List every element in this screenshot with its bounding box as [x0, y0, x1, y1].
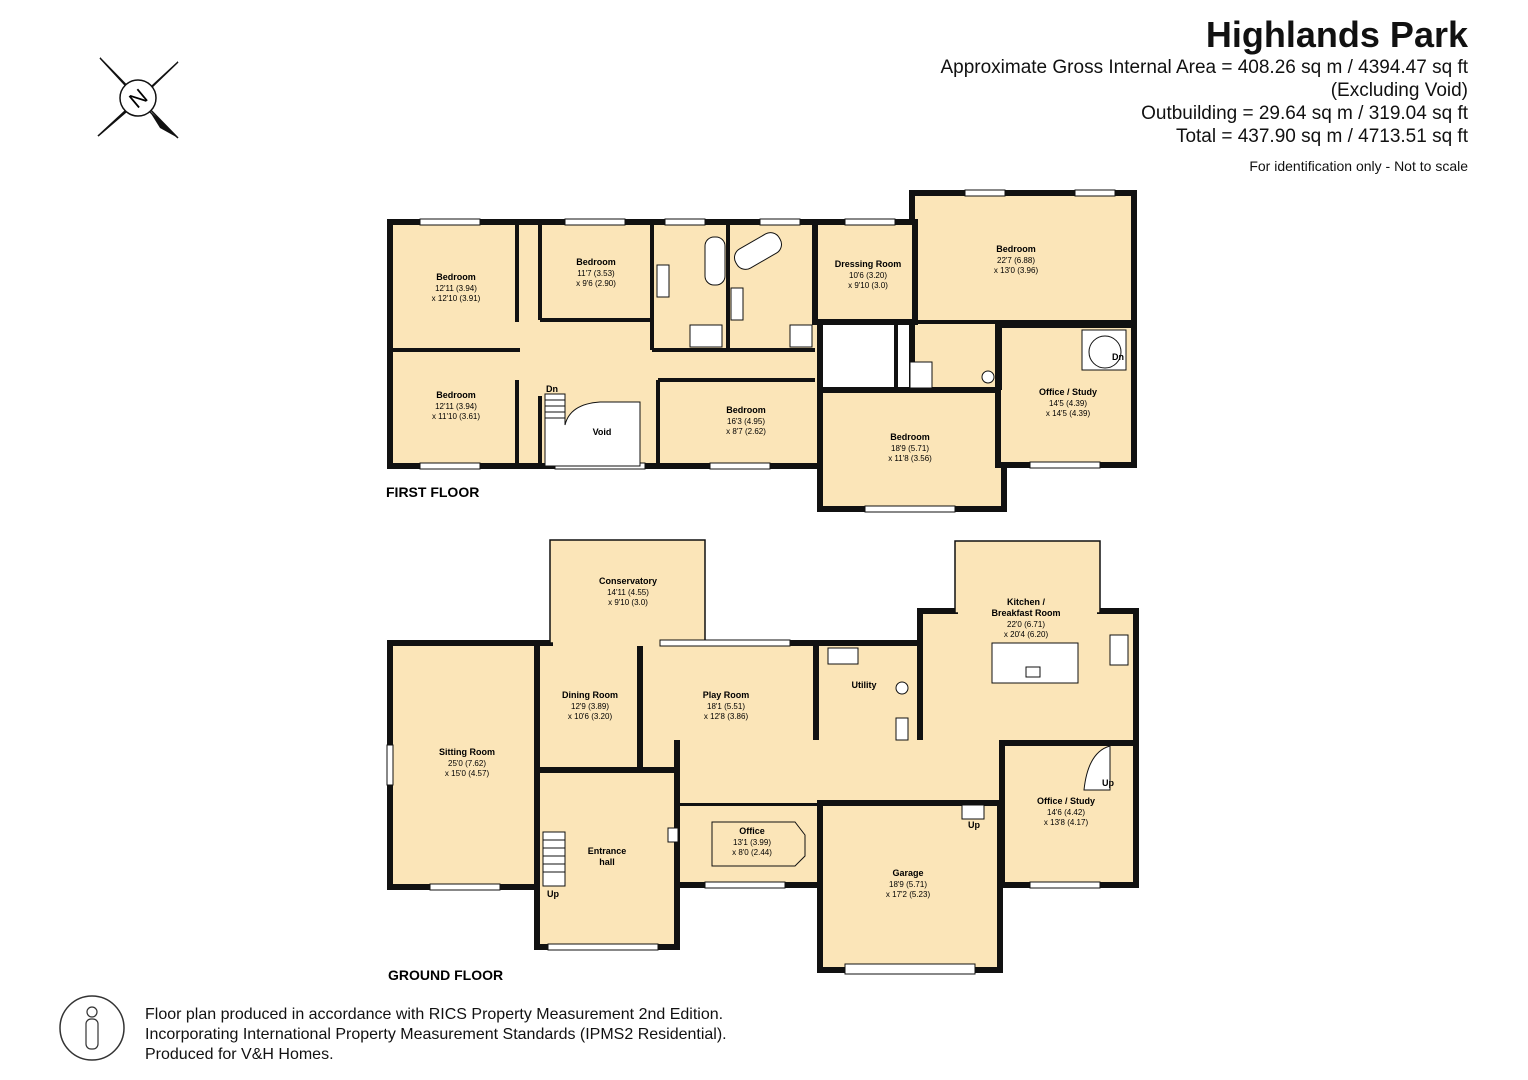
- room-dim: 12'9 (3.89): [571, 702, 609, 711]
- spiral-stair-icon: [1081, 329, 1127, 371]
- room-name: Kitchen /: [1007, 597, 1046, 607]
- room-name: Office / Study: [1039, 387, 1097, 397]
- room-dim: x 9'10 (3.0): [608, 598, 648, 607]
- room-dim: x 9'10 (3.0): [848, 281, 888, 290]
- room-name: Dining Room: [562, 690, 618, 700]
- room-dim: 18'9 (5.71): [889, 880, 927, 889]
- room-dim: x 12'8 (3.86): [704, 712, 749, 721]
- first-floor-partitions: [390, 222, 1134, 466]
- room-name: Bedroom: [726, 405, 766, 415]
- ground-floor-fixtures: [667, 634, 1129, 867]
- ground-floor-labels: Conservatory 14'11 (4.55) x 9'10 (3.0) K…: [439, 576, 1114, 899]
- room-name: Play Room: [703, 690, 750, 700]
- room-dim: 18'1 (5.51): [707, 702, 745, 711]
- room-dim: x 13'0 (3.96): [994, 266, 1039, 275]
- room-name: Garage: [892, 868, 923, 878]
- first-floor-fixtures: [656, 232, 995, 389]
- room-name: Bedroom: [436, 272, 476, 282]
- room-dim: x 11'10 (3.61): [432, 412, 480, 421]
- room-name: Sitting Room: [439, 747, 495, 757]
- room-dim: x 9'6 (2.90): [576, 279, 616, 288]
- room-name: Bedroom: [890, 432, 930, 442]
- room-name: Office / Study: [1037, 796, 1095, 806]
- room-dim: 14'11 (4.55): [607, 588, 649, 597]
- gross-area-line: Approximate Gross Internal Area = 408.26…: [940, 57, 1468, 78]
- room-dim: x 12'10 (3.91): [432, 294, 481, 303]
- first-floor-stairs: [545, 399, 565, 419]
- room-dim: x 8'0 (2.44): [732, 848, 772, 857]
- room-dim: x 8'7 (2.62): [726, 427, 766, 436]
- room-name: Bedroom: [996, 244, 1036, 254]
- footer-line: Produced for V&H Homes.: [145, 1046, 334, 1063]
- room-name: Dressing Room: [835, 259, 902, 269]
- outbuilding-area-line: Outbuilding = 29.64 sq m / 319.04 sq ft: [1141, 103, 1468, 124]
- room-dim: 22'0 (6.71): [1007, 620, 1045, 629]
- ground-floor-label: GROUND FLOOR: [388, 967, 503, 983]
- footer: Floor plan produced in accordance with R…: [145, 1005, 727, 1065]
- stair-label: Up: [1102, 778, 1114, 788]
- room-dim: 14'5 (4.39): [1049, 399, 1087, 408]
- room-dim: 10'6 (3.20): [849, 271, 887, 280]
- room-dim: x 14'5 (4.39): [1046, 409, 1091, 418]
- ground-floor-stairs: [542, 745, 1111, 887]
- ground-floor: Conservatory 14'11 (4.55) x 9'10 (3.0) K…: [386, 539, 1139, 983]
- room-name: Bedroom: [576, 257, 616, 267]
- room-name: Void: [593, 427, 612, 437]
- total-area-line: Total = 437.90 sq m / 4713.51 sq ft: [1175, 126, 1468, 147]
- room-name: Bedroom: [436, 390, 476, 400]
- room-name: Utility: [851, 680, 876, 690]
- room-dim: 14'6 (4.42): [1047, 808, 1085, 817]
- ground-floor-windows: [386, 639, 1101, 975]
- footer-line: Incorporating International Property Mea…: [145, 1026, 727, 1043]
- wall-joins: [553, 606, 1097, 803]
- person-icon: [59, 995, 125, 1061]
- room-name: Office: [739, 826, 765, 836]
- room-dim: x 20'4 (6.20): [1004, 630, 1049, 639]
- room-dim: 12'11 (3.94): [435, 284, 477, 293]
- room-dim: x 17'2 (5.23): [886, 890, 931, 899]
- room-name: Conservatory: [599, 576, 657, 586]
- first-floor-void: [544, 393, 641, 467]
- stair-label: Up: [547, 889, 559, 899]
- first-floor-windows: [419, 189, 1116, 513]
- identification-note: For identification only - Not to scale: [1249, 158, 1468, 174]
- room-dim: 16'3 (4.95): [727, 417, 765, 426]
- compass-icon: N: [97, 57, 179, 139]
- room-dim: 12'11 (3.94): [435, 402, 477, 411]
- excluding-void-line: (Excluding Void): [1330, 80, 1468, 101]
- first-floor: Bedroom 12'11 (3.94) x 12'10 (3.91) Bedr…: [386, 189, 1137, 513]
- room-name: Entrance: [588, 846, 627, 856]
- first-floor-labels: Bedroom 12'11 (3.94) x 12'10 (3.91) Bedr…: [432, 244, 1124, 463]
- header: Highlands Park Approximate Gross Interna…: [940, 14, 1468, 174]
- room-dim: 22'7 (6.88): [997, 256, 1035, 265]
- stair-label: Dn: [546, 384, 558, 394]
- footer-line: Floor plan produced in accordance with R…: [145, 1006, 724, 1023]
- first-floor-label: FIRST FLOOR: [386, 484, 479, 500]
- stair-label: Dn: [1112, 352, 1124, 362]
- room-dim: x 10'6 (3.20): [568, 712, 613, 721]
- room-dim: 18'9 (5.71): [891, 444, 929, 453]
- room-name-2: Breakfast Room: [991, 608, 1060, 618]
- room-dim: x 13'8 (4.17): [1044, 818, 1089, 827]
- room-dim: 13'1 (3.99): [733, 838, 771, 847]
- room-dim: 25'0 (7.62): [448, 759, 486, 768]
- plan-title: Highlands Park: [1205, 14, 1468, 55]
- room-dim: x 15'0 (4.57): [445, 769, 490, 778]
- stair-label: Up: [968, 820, 980, 830]
- room-dim: 11'7 (3.53): [577, 269, 615, 278]
- glazed-extensions: [549, 539, 1101, 644]
- room-name-2: hall: [599, 857, 615, 867]
- room-dim: x 11'8 (3.56): [888, 454, 932, 463]
